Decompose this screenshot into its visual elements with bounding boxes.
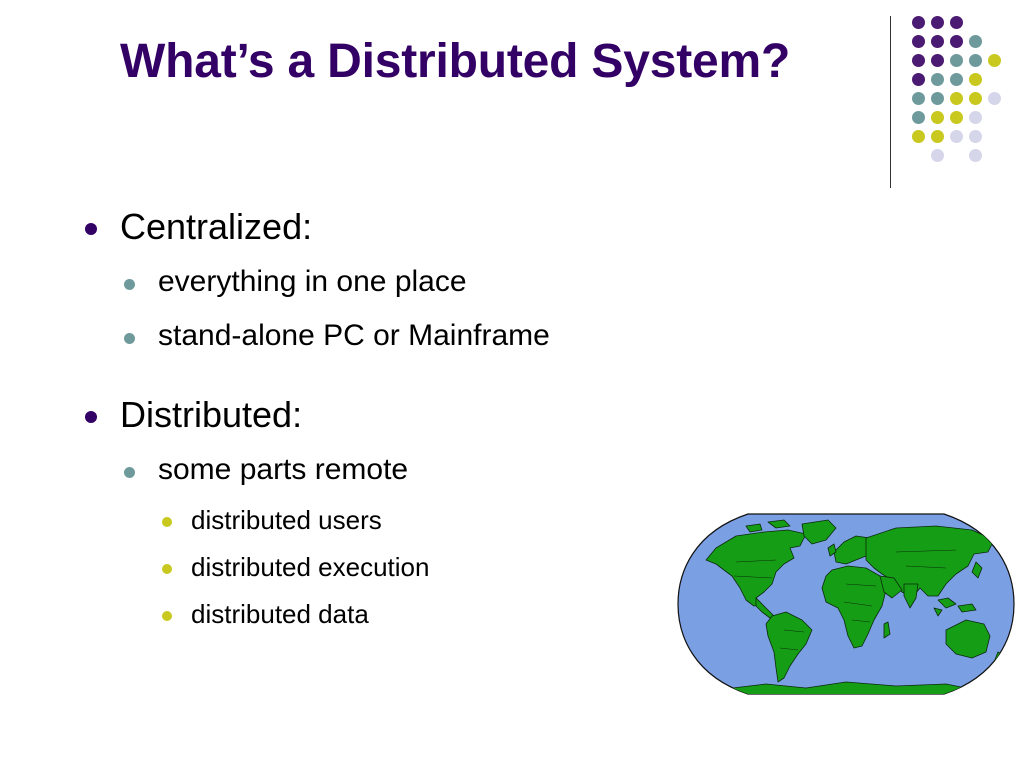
dot-purple-icon (912, 16, 925, 29)
subsubbullet-item: distributed users (162, 505, 382, 536)
bullet-item-centralized: Centralized: (85, 206, 313, 248)
africa (821, 565, 887, 649)
bullet-label: distributed users (191, 505, 382, 535)
dot-lavender-icon (969, 149, 982, 162)
world-map-icon (677, 513, 1015, 695)
dot-olive-icon (931, 111, 944, 124)
japan (971, 561, 983, 579)
subbullet-item: some parts remote (124, 453, 409, 487)
bullet-label: some parts remote (158, 453, 409, 486)
dot-teal-icon (969, 35, 982, 48)
dot-purple-icon (912, 54, 925, 67)
dot-teal-icon (912, 111, 925, 124)
bullet-marker-icon (124, 467, 135, 478)
dot-lavender-icon (969, 111, 982, 124)
asia (865, 525, 995, 599)
bullet-item-distributed: Distributed: (85, 394, 303, 436)
dot-purple-icon (950, 35, 963, 48)
arctic-islands (745, 519, 791, 533)
dot-olive-icon (950, 111, 963, 124)
greenland (801, 519, 837, 545)
bullet-label: Centralized: (120, 206, 313, 247)
arabia (879, 575, 903, 599)
bullet-label: everything in one place (158, 265, 467, 298)
bullet-label: stand-alone PC or Mainframe (158, 319, 550, 352)
dot-purple-icon (912, 35, 925, 48)
dot-olive-icon (988, 54, 1001, 67)
bullet-marker-icon (162, 564, 172, 574)
subbullet-item: stand-alone PC or Mainframe (124, 319, 550, 353)
bullet-label: distributed execution (191, 552, 430, 582)
bullet-marker-icon (85, 411, 97, 423)
dot-teal-icon (912, 92, 925, 105)
slide-title: What’s a Distributed System? (120, 35, 791, 88)
subsubbullet-item: distributed data (162, 599, 369, 630)
dot-olive-icon (912, 130, 925, 143)
decorative-dot-grid (0, 0, 1024, 200)
dot-teal-icon (931, 92, 944, 105)
india (903, 583, 919, 609)
bullet-marker-icon (124, 333, 135, 344)
bullet-marker-icon (162, 611, 172, 621)
bullet-label: Distributed: (120, 394, 303, 435)
dot-lavender-icon (969, 130, 982, 143)
dot-purple-icon (912, 73, 925, 86)
dot-lavender-icon (950, 130, 963, 143)
subsubbullet-item: distributed execution (162, 552, 430, 583)
dot-teal-icon (931, 73, 944, 86)
australia (945, 619, 991, 659)
dot-teal-icon (950, 54, 963, 67)
bullet-label: distributed data (191, 599, 369, 629)
bullet-marker-icon (124, 279, 135, 290)
south-america (765, 611, 813, 683)
title-divider (890, 16, 891, 188)
madagascar (883, 621, 891, 639)
subbullet-item: everything in one place (124, 265, 467, 299)
southeast-asia (933, 597, 977, 617)
dot-olive-icon (969, 73, 982, 86)
dot-teal-icon (969, 54, 982, 67)
dot-lavender-icon (988, 92, 1001, 105)
dot-teal-icon (950, 73, 963, 86)
dot-purple-icon (931, 16, 944, 29)
dot-olive-icon (931, 130, 944, 143)
north-america (705, 529, 807, 607)
uk (827, 543, 837, 557)
dot-purple-icon (931, 54, 944, 67)
dot-olive-icon (969, 92, 982, 105)
dot-lavender-icon (931, 149, 944, 162)
dot-purple-icon (931, 35, 944, 48)
dot-olive-icon (950, 92, 963, 105)
antarctica (715, 681, 977, 694)
dot-purple-icon (950, 16, 963, 29)
bullet-marker-icon (162, 517, 172, 527)
bullet-marker-icon (85, 223, 97, 235)
